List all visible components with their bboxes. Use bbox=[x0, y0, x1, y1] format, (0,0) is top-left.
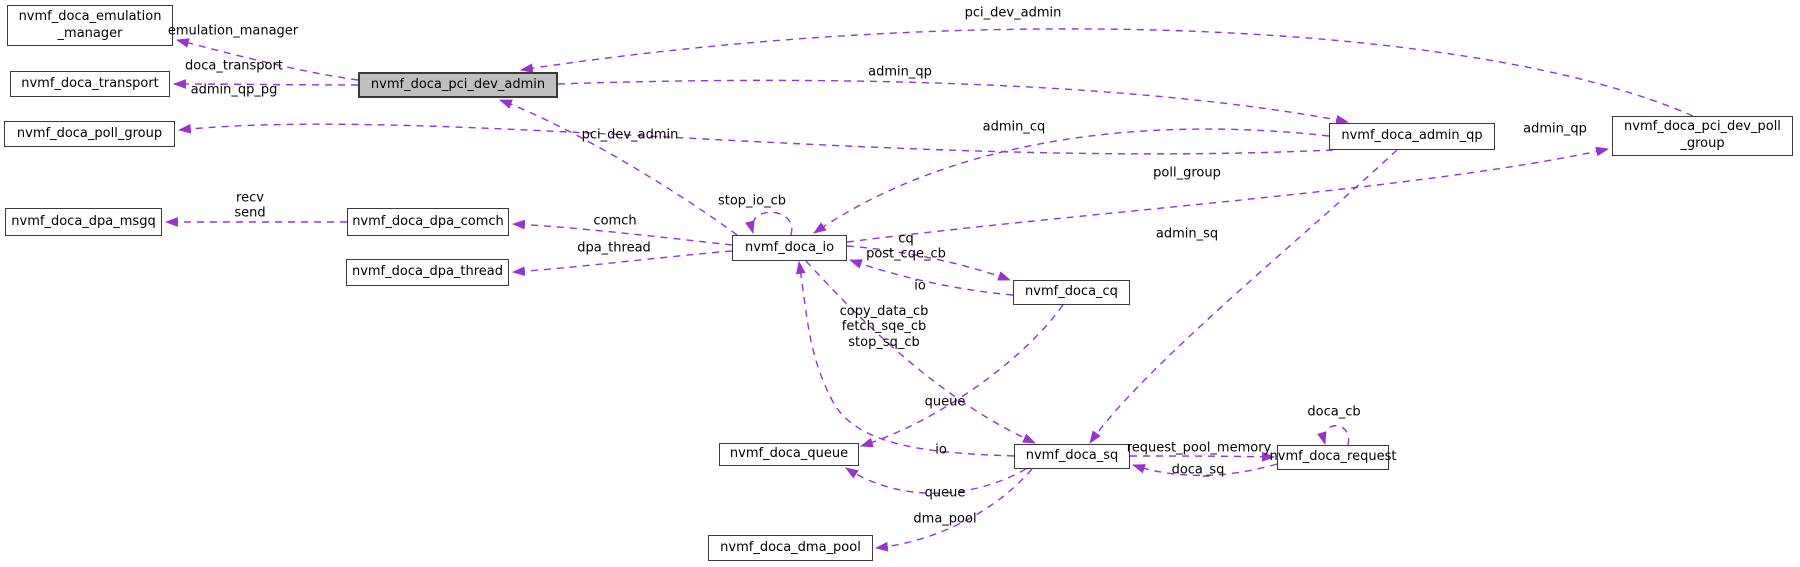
edge-label-admin-qp-right: admin_qp bbox=[1523, 121, 1587, 137]
node-nvmf-doca-pci-dev-poll-group[interactable]: nvmf_doca_pci_dev_poll _group bbox=[1612, 116, 1793, 156]
edge-request-self-loop bbox=[1317, 425, 1350, 446]
edge-sq-to-io bbox=[796, 260, 1015, 457]
edge-cq-to-queue bbox=[859, 304, 1064, 448]
node-nvmf-doca-dpa-comch[interactable]: nvmf_doca_dpa_comch bbox=[347, 208, 509, 236]
edge-io-self-loop bbox=[745, 211, 793, 236]
edge-sq-to-dma-pool bbox=[874, 468, 1033, 552]
edge-label-io-mid: io bbox=[914, 278, 926, 294]
edge-label-dma-pool: dma_pool bbox=[913, 511, 977, 527]
edge-label-admin-qp-pg: admin_qp_pg bbox=[190, 82, 278, 98]
edge-sq-to-request bbox=[1129, 451, 1276, 462]
edge-label-io-lower: io bbox=[935, 442, 947, 458]
edge-pci-dev-poll-group-to-pci-dev-admin bbox=[519, 28, 1694, 117]
edge-label-emulation-manager: emulation_manager bbox=[167, 23, 299, 39]
node-nvmf-doca-admin-qp[interactable]: nvmf_doca_admin_qp bbox=[1329, 123, 1495, 150]
edge-label-doca-sq: doca_sq bbox=[1171, 462, 1225, 478]
edge-pci-dev-admin-to-transport bbox=[172, 79, 359, 89]
node-nvmf-doca-dpa-msgq[interactable]: nvmf_doca_dpa_msgq bbox=[5, 208, 162, 236]
edge-label-pci-dev-admin-top: pci_dev_admin bbox=[964, 5, 1062, 21]
node-nvmf-doca-dpa-thread[interactable]: nvmf_doca_dpa_thread bbox=[346, 259, 509, 286]
edge-admin-qp-to-poll-group bbox=[177, 123, 1334, 155]
node-nvmf-doca-io[interactable]: nvmf_doca_io bbox=[732, 235, 847, 261]
edge-label-recv-send: recv send bbox=[234, 190, 266, 221]
edge-label-admin-cq: admin_cq bbox=[982, 119, 1046, 135]
edge-io-to-dpa-thread bbox=[511, 250, 733, 277]
node-nvmf-doca-pci-dev-admin[interactable]: nvmf_doca_pci_dev_admin bbox=[358, 72, 558, 98]
edge-label-pci-dev-admin-mid: pci_dev_admin bbox=[581, 127, 679, 143]
edge-pci-dev-admin-to-admin-qp bbox=[557, 79, 1350, 125]
edge-label-dpa-thread: dpa_thread bbox=[577, 240, 651, 256]
edge-label-doca-cb: doca_cb bbox=[1307, 404, 1361, 420]
edge-label-admin-sq: admin_sq bbox=[1155, 226, 1219, 242]
node-nvmf-doca-emulation-manager[interactable]: nvmf_doca_emulation _manager bbox=[7, 5, 173, 46]
edge-io-to-pci-dev-poll-group bbox=[846, 146, 1610, 243]
node-nvmf-doca-poll-group[interactable]: nvmf_doca_poll_group bbox=[4, 121, 175, 147]
edge-label-queue-upper: queue bbox=[924, 394, 966, 410]
node-nvmf-doca-transport[interactable]: nvmf_doca_transport bbox=[10, 71, 170, 97]
edge-label-sq-callbacks: copy_data_cb fetch_sqe_cb stop_sq_cb bbox=[839, 304, 929, 350]
edge-admin-qp-to-sq bbox=[1089, 149, 1398, 444]
edge-cq-to-io bbox=[848, 259, 1014, 296]
edge-io-to-sq-callbacks bbox=[805, 260, 1036, 444]
node-nvmf-doca-dma-pool[interactable]: nvmf_doca_dma_pool bbox=[708, 535, 873, 561]
edge-label-admin-qp: admin_qp bbox=[868, 64, 932, 80]
edge-label-doca-transport: doca_transport bbox=[185, 58, 283, 74]
edge-label-stop-io-cb: stop_io_cb bbox=[717, 193, 787, 209]
edge-io-to-cq bbox=[846, 245, 1012, 281]
node-nvmf-doca-queue[interactable]: nvmf_doca_queue bbox=[719, 443, 859, 466]
edge-io-to-comch bbox=[511, 219, 733, 246]
edge-pci-dev-admin-to-emulation-manager bbox=[175, 38, 359, 81]
edge-label-poll-group: poll_group bbox=[1153, 165, 1221, 181]
edge-io-to-pci-dev-admin bbox=[498, 99, 738, 236]
edge-label-comch: comch bbox=[593, 213, 637, 229]
node-nvmf-doca-cq[interactable]: nvmf_doca_cq bbox=[1013, 280, 1130, 305]
node-nvmf-doca-request[interactable]: nvmf_doca_request bbox=[1270, 445, 1396, 470]
edge-admin-qp-to-io bbox=[813, 128, 1330, 234]
edge-label-cq-post-cqe-cb: cq post_cqe_cb bbox=[866, 231, 946, 262]
edge-label-queue-lower: queue bbox=[924, 485, 966, 501]
edge-label-request-pool-memory: request_pool_memory bbox=[1126, 440, 1272, 456]
edge-request-to-sq bbox=[1131, 463, 1278, 477]
node-nvmf-doca-sq[interactable]: nvmf_doca_sq bbox=[1014, 444, 1130, 469]
